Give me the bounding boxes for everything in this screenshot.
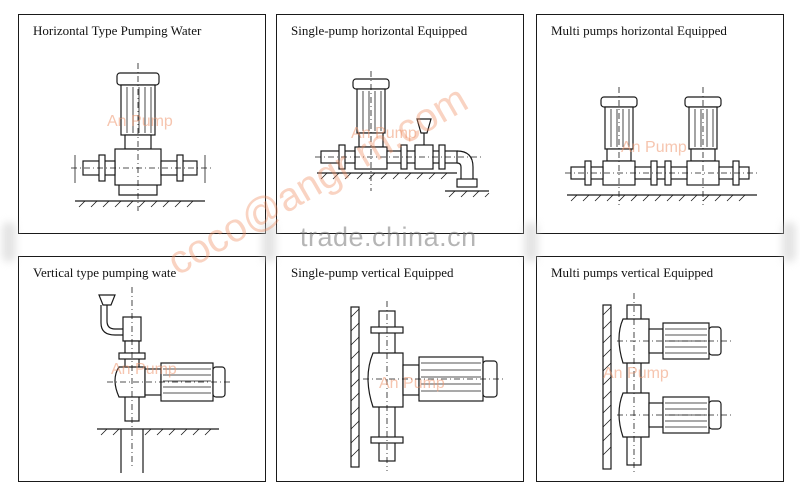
horizontal-pump-drawing	[71, 63, 213, 211]
blur-mark-left	[2, 222, 16, 262]
panel-horizontal-type: Horizontal Type Pumping Water An Pump	[18, 14, 266, 234]
panel-title: Single-pump horizontal Equipped	[291, 23, 468, 38]
brand-watermark: An Pump	[603, 365, 669, 382]
blur-mark-mid-left	[262, 222, 276, 262]
panel-multi-pumps-horizontal: Multi pumps horizontal Equipped An Pump	[536, 14, 784, 234]
panel-title: Horizontal Type Pumping Water	[33, 23, 202, 38]
panel-title: Multi pumps vertical Equipped	[551, 265, 714, 280]
brand-watermark: An Pump	[107, 113, 173, 130]
panel-single-pump-vertical: Single-pump vertical Equipped An Pump	[276, 256, 524, 482]
panel-multi-pumps-vertical: Multi pumps vertical Equipped An Pump	[536, 256, 784, 482]
panel-title: Multi pumps horizontal Equipped	[551, 23, 727, 38]
site-watermark: trade.china.cn	[300, 222, 477, 252]
brand-watermark: An Pump	[111, 361, 177, 378]
blur-mark-mid-right	[524, 222, 538, 262]
single-pump-vertical-drawing	[350, 301, 505, 471]
brand-watermark: An Pump	[621, 139, 687, 156]
multi-pumps-horizontal-drawing	[565, 87, 757, 205]
brand-watermark: An Pump	[379, 375, 445, 392]
panel-vertical-type: Vertical type pumping wate An Pump	[18, 256, 266, 482]
panel-single-pump-horizontal: Single-pump horizontal Equipped An Pump	[276, 14, 524, 234]
panel-title: Single-pump vertical Equipped	[291, 265, 454, 280]
panel-title: Vertical type pumping wate	[33, 265, 177, 280]
blur-mark-right	[782, 222, 796, 262]
vertical-pump-drawing	[97, 287, 233, 473]
single-pump-horizontal-drawing	[315, 71, 490, 198]
multi-pumps-vertical-drawing	[602, 293, 731, 475]
brand-watermark: An Pump	[351, 125, 417, 142]
